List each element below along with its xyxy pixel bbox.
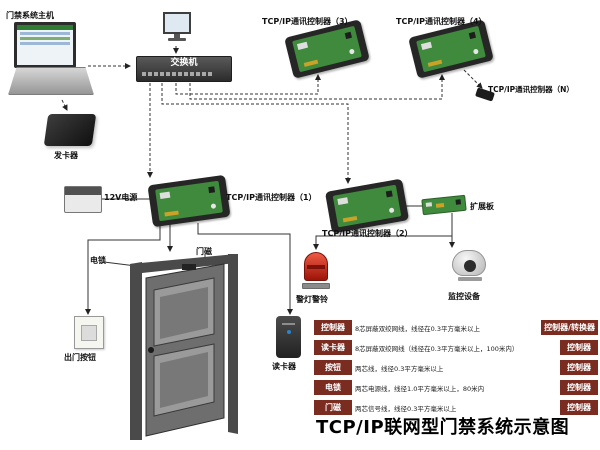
controller-3-label: TCP/IP通讯控制器（3） <box>262 17 353 26</box>
spec-row: 读卡器 8芯屏蔽双绞网线（线径在0.3平方毫米以上，100米内） 控制器 <box>314 340 598 355</box>
spec-row: 门磁 两芯信号线，线径0.3平方毫米以上 控制器 <box>314 400 598 415</box>
spec-text: 两芯线，线径0.3平方毫米以上 <box>355 364 444 373</box>
spec-item: 控制器 <box>314 320 352 335</box>
power-label: 12V电源 <box>104 193 138 202</box>
spec-item: 读卡器 <box>314 340 352 355</box>
spec-row: 控制器 8芯屏蔽双绞网线，线径在0.3平方毫米以上 控制器/转换器 <box>314 320 598 335</box>
laptop-keyboard <box>8 67 94 95</box>
spec-row: 按钮 两芯线，线径0.3平方毫米以上 控制器 <box>314 360 598 375</box>
monitor-icon <box>163 12 191 34</box>
spec-text: 8芯屏蔽双绞网线，线径在0.3平方毫米以上 <box>355 324 480 333</box>
exit-button-label: 出门按钮 <box>64 353 96 362</box>
alarm-label: 警灯警铃 <box>296 295 328 304</box>
camera-label: 监控设备 <box>448 292 480 301</box>
spec-table: 控制器 8芯屏蔽双绞网线，线径在0.3平方毫米以上 控制器/转换器 读卡器 8芯… <box>314 320 598 420</box>
alarm-siren <box>302 252 330 292</box>
controller-n-label: TCP/IP通讯控制器（N） <box>488 85 574 94</box>
controller-1-label: TCP/IP通讯控制器（1） <box>226 193 317 202</box>
expansion-label: 扩展板 <box>470 202 494 211</box>
switch-ports <box>137 70 231 76</box>
spec-text: 两芯信号线，线径0.3平方毫米以上 <box>355 404 457 413</box>
spec-item: 电锁 <box>314 380 352 395</box>
card-reader-device <box>276 316 301 358</box>
lock-label: 电锁 <box>90 256 106 265</box>
network-switch: 交换机 <box>136 56 232 82</box>
controller-4-label: TCP/IP通讯控制器（4） <box>396 17 487 26</box>
controller-2-label: TCP/IP通讯控制器（2） <box>322 229 413 238</box>
door-sensor-label: 门磁 <box>196 247 212 256</box>
host-laptop <box>8 22 94 98</box>
card-issuer-label: 发卡器 <box>54 151 78 160</box>
power-supply <box>64 186 102 213</box>
spec-text: 两芯电源线，线径1.0平方毫米以上，80米内 <box>355 384 485 393</box>
spec-target: 控制器 <box>560 360 598 375</box>
reader-led-icon <box>286 330 291 334</box>
spec-target: 控制器 <box>560 340 598 355</box>
admin-pc <box>160 12 194 48</box>
spec-row: 电锁 两芯电源线，线径1.0平方毫米以上，80米内 控制器 <box>314 380 598 395</box>
laptop-screen <box>14 22 76 68</box>
spec-item: 按钮 <box>314 360 352 375</box>
card-reader-label: 读卡器 <box>272 362 296 371</box>
door-illustration <box>126 250 246 446</box>
host-label: 门禁系统主机 <box>6 11 54 20</box>
spec-item: 门磁 <box>314 400 352 415</box>
exit-button-device <box>74 316 104 349</box>
spec-target: 控制器 <box>560 400 598 415</box>
diagram-title: TCP/IP联网型门禁系统示意图 <box>316 417 570 438</box>
card-issuer-device <box>43 114 97 146</box>
spec-text: 8芯屏蔽双绞网线（线径在0.3平方毫米以上，100米内） <box>355 344 519 353</box>
spec-target: 控制器/转换器 <box>541 320 598 335</box>
switch-label: 交换机 <box>170 58 198 68</box>
dome-camera <box>452 250 488 283</box>
camera-lens-icon <box>464 260 476 272</box>
spec-target: 控制器 <box>560 380 598 395</box>
